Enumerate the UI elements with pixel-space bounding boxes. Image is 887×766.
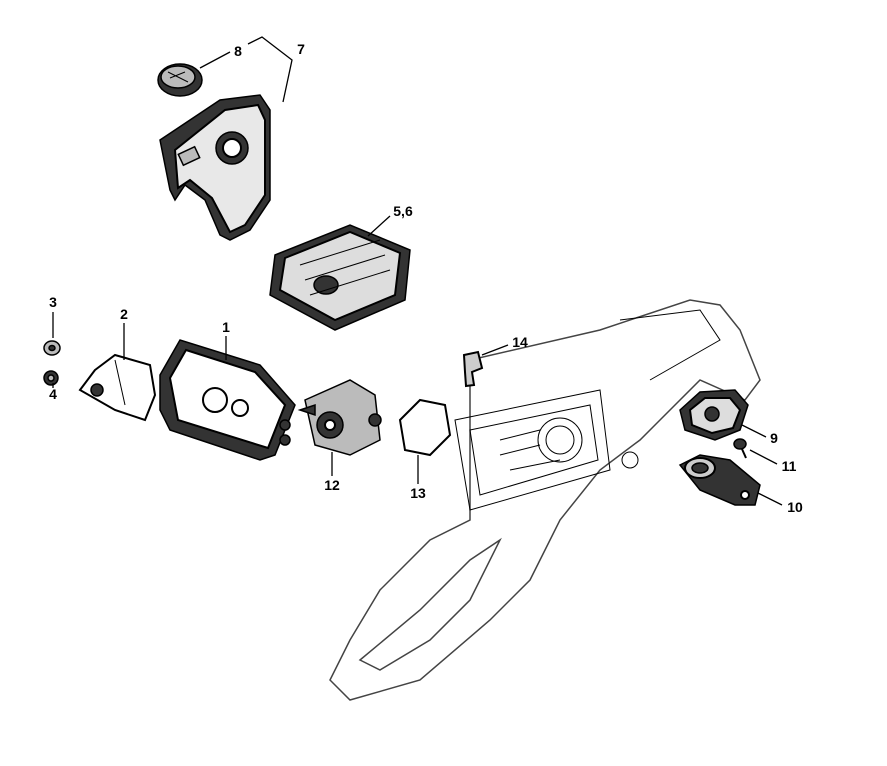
label-part-2: 2 — [120, 306, 128, 322]
part-7-shroud-cover — [159, 94, 271, 241]
part-4-nut — [43, 370, 59, 386]
part-1-base-plate — [159, 339, 296, 461]
label-part-11: 11 — [781, 458, 797, 474]
part-8-filler-cap — [157, 63, 203, 97]
label-part-12: 12 — [324, 477, 340, 493]
label-part-10: 10 — [787, 499, 803, 515]
label-part-5-6: 5,6 — [393, 203, 413, 219]
label-part-3: 3 — [49, 294, 57, 310]
part-12-carburetor — [297, 379, 382, 456]
label-part-9: 9 — [770, 430, 778, 446]
label-part-8: 8 — [234, 43, 242, 59]
part-9-manifold-plate — [679, 389, 749, 441]
part-10-intake-flange — [678, 454, 761, 506]
label-part-1: 1 — [222, 319, 230, 335]
label-part-4: 4 — [49, 386, 57, 402]
label-part-7: 7 — [297, 41, 305, 57]
part-11-screw — [733, 438, 747, 459]
part-2-baffle — [78, 353, 157, 422]
part-5-6-air-filter — [269, 224, 411, 331]
leader-lines — [52, 36, 783, 506]
label-part-14: 14 — [512, 334, 528, 350]
engine-housing — [329, 299, 761, 701]
label-part-13: 13 — [410, 485, 426, 501]
part-13-gasket — [398, 398, 452, 457]
part-14-plug — [462, 350, 484, 388]
part-3-washer — [43, 340, 61, 356]
